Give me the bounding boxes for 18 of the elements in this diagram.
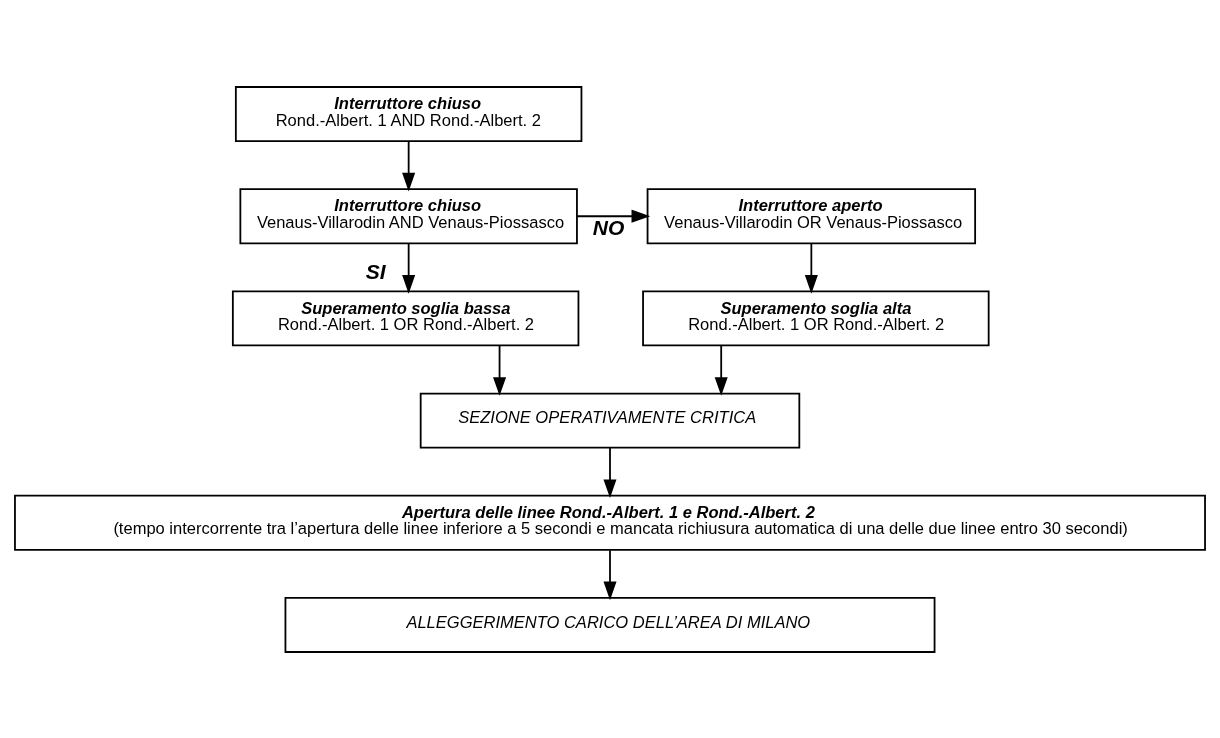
node-box: Interruttore aperto Venaus-Villarodin OR Venaus-Piossasco: [646, 187, 977, 244]
node-box: SEZIONE OPERATIVAMENTE CRITICA: [419, 392, 801, 449]
arrow: [402, 140, 416, 191]
arrow: [603, 446, 617, 498]
node-box: ALLEGGERIMENTO CARICO DELL’AREA DI MILANO: [284, 596, 936, 653]
node-box: Interruttore chiuso Rond.-Albert. 1 AND Rond.-Albert. 2: [234, 85, 583, 142]
arrow: [603, 548, 617, 600]
arrow: [402, 242, 416, 294]
edge-label: NO: [592, 215, 625, 239]
node-box: Interruttore chiuso Venaus-Villarodin AND Venaus-Piossasco: [239, 187, 578, 244]
node-box: Superamento soglia alta Rond.-Albert. 1 OR Rond.-Albert. 2: [642, 289, 990, 346]
arrow: [714, 344, 728, 396]
arrow: [493, 344, 507, 396]
node-box: Apertura delle linee Rond.-Albert. 1 e Rond.-Albert. 2 (tempo intercorrente tra l’apertura delle linee inferiore a 5 secondi e mancata richiusura automatica di una delle due linee entro 30 secondi): [14, 494, 1206, 551]
arrow: [804, 242, 818, 294]
node-box: Superamento soglia bassa Rond.-Albert. 1 OR Rond.-Albert. 2: [231, 289, 580, 346]
arrow: [576, 209, 651, 223]
edge-label: SI: [365, 259, 386, 283]
